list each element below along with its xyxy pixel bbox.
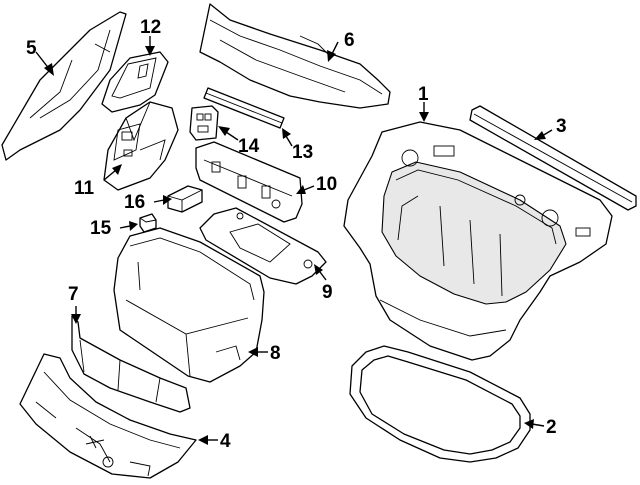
callout-9: 9 [322,282,333,303]
callout-10: 10 [316,174,337,195]
part-11-storage-module [103,101,179,191]
callout-labels: 5 12 6 1 3 14 13 11 10 16 15 9 7 8 4 2 [26,17,567,452]
callout-7: 7 [68,284,79,305]
part-4-sill-panel [19,353,197,479]
part-3-long-strip [469,105,637,211]
part-7-front-trim [71,315,191,413]
callout-3: 3 [556,116,567,137]
callout-6: 6 [344,30,355,51]
part-5-side-trim [1,11,127,161]
leader-lines [35,36,553,445]
part-12-cover [101,51,169,113]
callout-11: 11 [74,178,95,199]
callout-5: 5 [26,38,37,59]
part-14-bracket [189,105,219,141]
callout-4: 4 [220,431,231,452]
callout-1: 1 [418,84,429,105]
callout-15: 15 [90,218,112,239]
callout-8: 8 [270,343,281,364]
part-1-trunk-tub [343,121,613,361]
part-13-strip [203,87,285,129]
part-9-floor-plate [199,207,327,285]
callout-16: 16 [124,192,145,213]
part-16-switch [167,185,203,213]
callout-12: 12 [140,17,161,38]
part-10-rear-panel [195,141,303,223]
callout-2: 2 [546,417,557,438]
callout-14: 14 [238,136,260,157]
callout-13: 13 [292,142,313,163]
part-15-clip [139,213,157,233]
part-8-storage-tub [113,227,265,383]
part-6-top-cover [199,3,391,109]
part-2-seal [349,345,531,463]
